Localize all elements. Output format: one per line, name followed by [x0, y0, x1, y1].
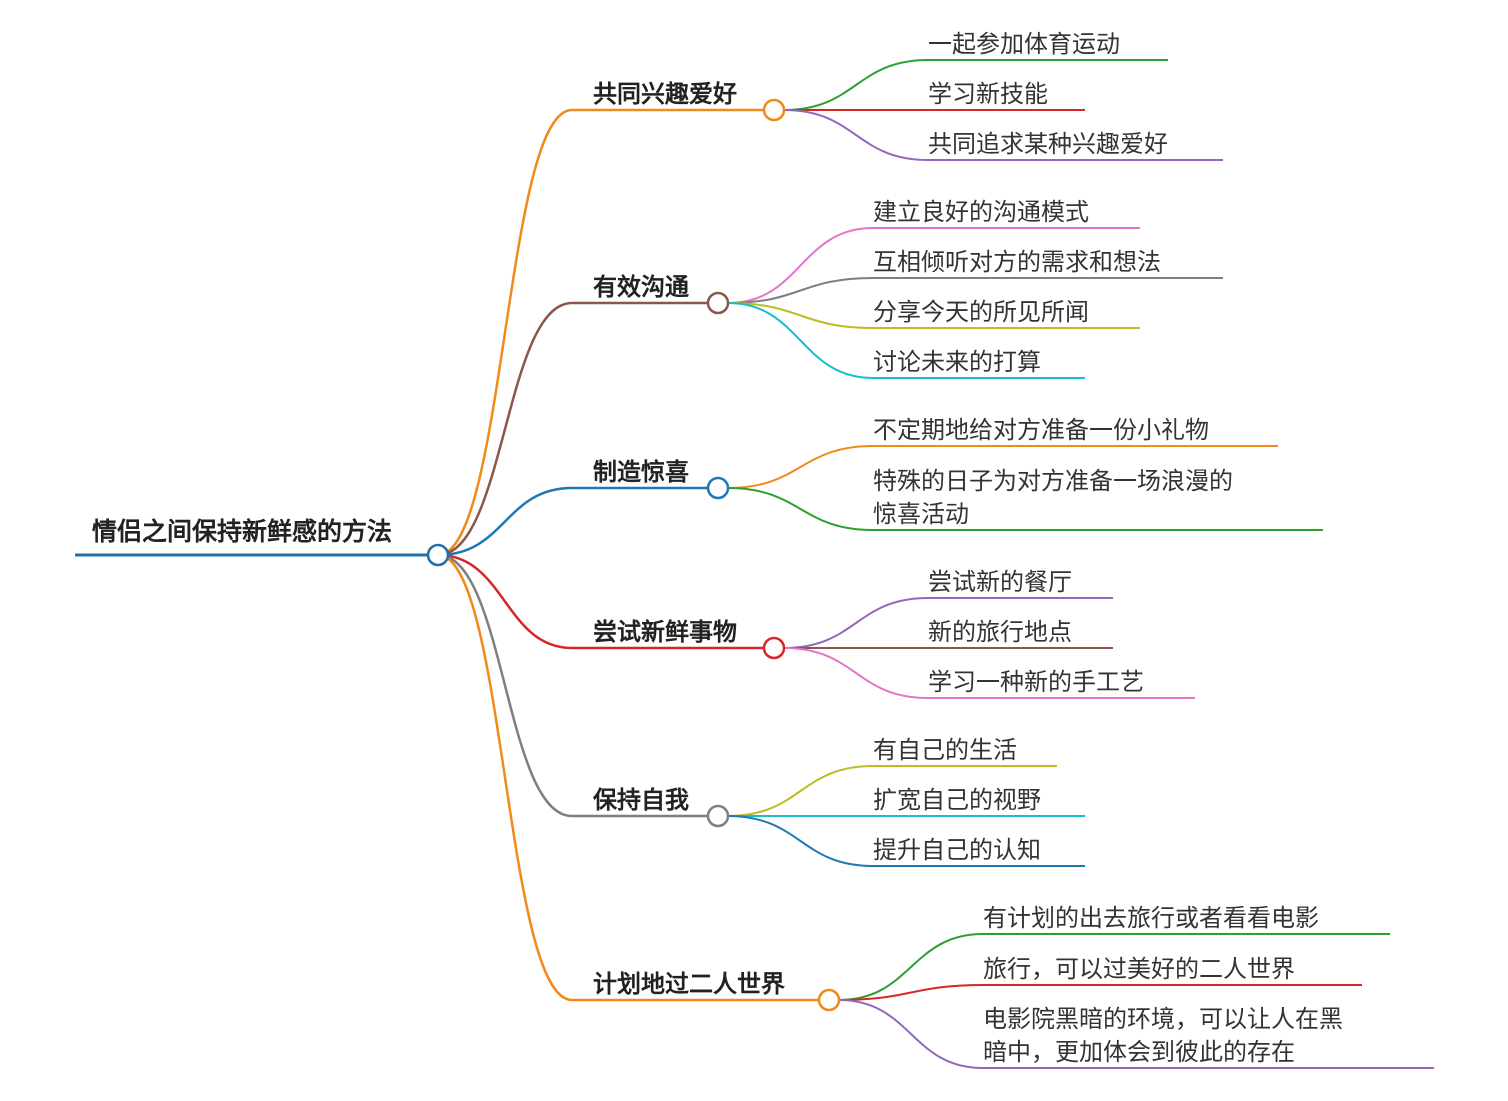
- leaf-connector: [838, 999, 984, 1069]
- leaf-connector: [727, 227, 874, 304]
- leaf-label: 扩宽自己的视野: [873, 786, 1041, 814]
- branch-node-circle: [706, 476, 730, 500]
- leaf-label: 建立良好的沟通模式: [873, 198, 1089, 226]
- node-circles: [426, 98, 841, 1012]
- leaf-connector: [727, 487, 874, 531]
- branch-node-circle: [706, 804, 730, 828]
- branch-node-circle: [817, 988, 841, 1012]
- underlines: [75, 59, 1434, 1069]
- leaf-label: 不定期地给对方准备一份小礼物: [873, 416, 1209, 444]
- leaf-label: 旅行，可以过美好的二人世界: [983, 955, 1295, 983]
- branch-label: 计划地过二人世界: [593, 970, 785, 998]
- leaf-label: 惊喜活动: [873, 500, 969, 528]
- leaf-label: 新的旅行地点: [928, 618, 1072, 646]
- leaf-connector: [727, 765, 874, 817]
- leaf-connector: [727, 277, 874, 304]
- leaf-label: 一起参加体育运动: [928, 30, 1120, 58]
- leaf-connector: [783, 59, 929, 111]
- branch-node-circle: [762, 636, 786, 660]
- branch-connector: [437, 553, 573, 650]
- leaf-label: 分享今天的所见所闻: [873, 298, 1089, 326]
- leaf-label: 特殊的日子为对方准备一场浪漫的: [873, 467, 1233, 495]
- leaf-label: 互相倾听对方的需求和想法: [873, 248, 1161, 276]
- leaf-connector: [727, 815, 874, 867]
- branch-label: 有效沟通: [593, 273, 689, 301]
- branch-label: 共同兴趣爱好: [593, 80, 737, 108]
- leaf-connector: [838, 933, 984, 1001]
- branch-label: 保持自我: [592, 786, 689, 814]
- branch-connector: [437, 108, 573, 557]
- leaf-label: 学习一种新的手工艺: [928, 668, 1144, 696]
- leaf-label: 共同追求某种兴趣爱好: [928, 130, 1168, 158]
- node-labels: 情侣之间保持新鲜感的方法 共同兴趣爱好 一起参加体育运动学习新技能共同追求某种兴趣爱…: [92, 30, 1343, 1066]
- branch-connector: [437, 553, 573, 1002]
- leaf-connector: [727, 302, 874, 379]
- leaf-label: 有自己的生活: [873, 736, 1017, 764]
- leaf-connector: [727, 445, 874, 489]
- leaf-connector: [783, 647, 929, 699]
- branch-label: 制造惊喜: [593, 458, 689, 486]
- root-label: 情侣之间保持新鲜感的方法: [92, 517, 392, 546]
- leaf-connector: [783, 109, 929, 161]
- leaf-label: 电影院黑暗的环境，可以让人在黑: [983, 1005, 1343, 1033]
- leaf-label: 讨论未来的打算: [873, 348, 1041, 376]
- leaf-label: 暗中，更加体会到彼此的存在: [983, 1038, 1295, 1066]
- branch-node-circle: [762, 98, 786, 122]
- leaf-label: 提升自己的认知: [873, 836, 1041, 864]
- leaf-label: 尝试新的餐厅: [928, 568, 1072, 596]
- connector-lines: [437, 59, 984, 1069]
- root-node-circle: [426, 543, 450, 567]
- branch-node-circle: [706, 291, 730, 315]
- branch-connector: [437, 486, 573, 557]
- branch-connector: [437, 301, 573, 557]
- leaf-connector: [727, 302, 874, 329]
- leaf-label: 有计划的出去旅行或者看看电影: [983, 904, 1319, 932]
- leaf-connector: [783, 597, 929, 649]
- branch-connector: [437, 553, 573, 818]
- leaf-connector: [838, 984, 984, 1001]
- branch-label: 尝试新鲜事物: [593, 618, 737, 646]
- leaf-label: 学习新技能: [928, 80, 1048, 108]
